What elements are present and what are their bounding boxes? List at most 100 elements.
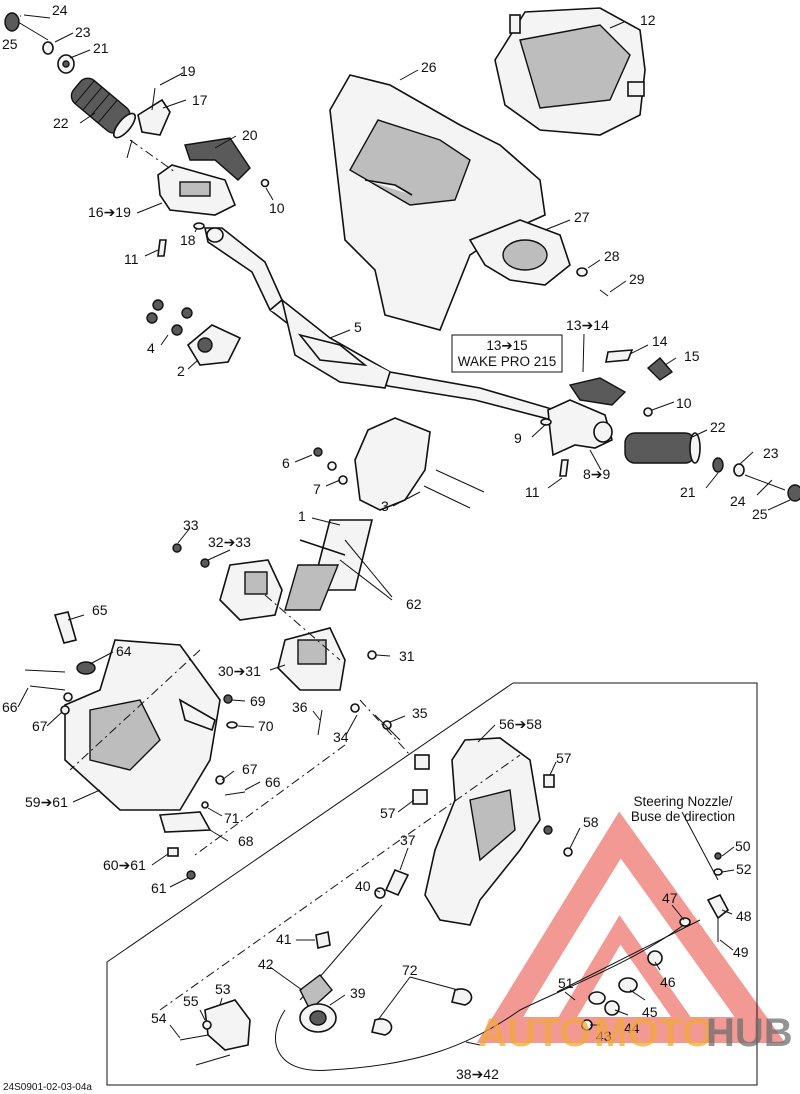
callout-47: 47 <box>662 890 678 906</box>
column-bracket-30 <box>277 627 401 741</box>
callout-42: 42 <box>258 956 274 972</box>
callout-22: 22 <box>53 115 69 131</box>
lower-housing-group <box>24 611 246 880</box>
callout-69: 69 <box>250 693 266 709</box>
callout-61: 61 <box>151 880 167 896</box>
callout-56-58: 56➔58 <box>499 716 542 732</box>
callout-65: 65 <box>92 602 108 618</box>
callout-21-right: 21 <box>680 484 696 500</box>
callout-26: 26 <box>421 59 437 75</box>
callout-59-61: 59➔61 <box>25 794 68 810</box>
callout-labels: 24 25 23 21 22 19 17 20 16➔19 18 11 10 1… <box>2 2 779 1082</box>
callout-22-right: 22 <box>710 419 726 435</box>
steering-column <box>284 417 485 611</box>
callout-19: 19 <box>180 63 196 79</box>
callout-31: 31 <box>399 648 415 664</box>
callout-23-right: 23 <box>763 445 779 461</box>
steering-label-line1: Steering Nozzle/ <box>633 794 732 809</box>
callout-8-9: 8➔9 <box>583 466 611 482</box>
callout-70: 70 <box>258 718 274 734</box>
clamp-plate <box>146 299 242 366</box>
steering-nozzle-parts <box>679 811 730 942</box>
handlebar-cover <box>329 74 546 331</box>
callout-54: 54 <box>151 1010 167 1026</box>
callout-17: 17 <box>192 92 208 108</box>
callout-3: 3 <box>381 498 389 514</box>
callout-41: 41 <box>276 931 292 947</box>
callout-66-left: 66 <box>2 699 18 715</box>
watermark-text: AUTO MOTO HUB <box>478 1011 793 1055</box>
callout-43: 43 <box>596 1028 612 1044</box>
callout-37: 37 <box>400 832 416 848</box>
column-bracket-32 <box>172 543 283 621</box>
left-grip-group <box>4 12 270 257</box>
callout-24: 24 <box>52 2 68 18</box>
callout-30-31: 30➔31 <box>218 663 261 679</box>
callout-40: 40 <box>355 878 371 894</box>
callout-25: 25 <box>2 36 18 52</box>
callout-4: 4 <box>147 340 155 356</box>
reference-code: 24S0901-02-03-04a <box>3 1082 92 1093</box>
callout-27: 27 <box>574 209 590 225</box>
callout-36: 36 <box>292 699 308 715</box>
steering-cable <box>179 868 701 1071</box>
callout-57-left: 57 <box>380 805 396 821</box>
note-box-line2: WAKE PRO 215 <box>458 354 557 369</box>
handlebar <box>204 227 556 421</box>
callout-53: 53 <box>215 981 231 997</box>
callout-16-19: 16➔19 <box>88 204 131 220</box>
callout-39: 39 <box>350 985 366 1001</box>
callout-72: 72 <box>402 962 418 978</box>
callout-50: 50 <box>735 838 751 854</box>
leader-lines <box>17 14 791 1046</box>
mount-plate <box>412 737 573 926</box>
callout-52: 52 <box>736 861 752 877</box>
callout-66-right: 66 <box>265 774 281 790</box>
callout-7: 7 <box>313 481 321 497</box>
callout-46: 46 <box>660 974 676 990</box>
callout-10-right: 10 <box>676 395 692 411</box>
wake-pro-note-box: 13➔15 WAKE PRO 215 <box>451 334 563 373</box>
callout-21: 21 <box>93 40 109 56</box>
callout-68: 68 <box>238 833 254 849</box>
callout-1: 1 <box>298 508 306 524</box>
callout-2: 2 <box>177 363 185 379</box>
watermark-logo <box>476 811 786 1043</box>
callout-20: 20 <box>242 127 258 143</box>
callout-64: 64 <box>116 643 132 659</box>
callout-25-right: 25 <box>752 506 768 522</box>
callout-18: 18 <box>180 232 196 248</box>
callout-14: 14 <box>652 333 668 349</box>
callout-57-right: 57 <box>556 750 572 766</box>
callout-11-right: 11 <box>525 484 540 500</box>
steering-label-line2: Buse de direction <box>631 809 735 824</box>
callout-12: 12 <box>640 12 656 28</box>
callout-67-right: 67 <box>242 761 258 777</box>
callout-15: 15 <box>684 348 700 364</box>
callout-62: 62 <box>406 596 422 612</box>
bracket-27 <box>468 219 609 297</box>
watermark-part3: HUB <box>706 1011 793 1055</box>
callout-24-right: 24 <box>730 493 746 509</box>
callout-6: 6 <box>282 455 290 471</box>
sub-assembly-border <box>106 682 758 1086</box>
callout-49: 49 <box>733 944 749 960</box>
callout-45: 45 <box>642 1004 658 1020</box>
callout-60-61: 60➔61 <box>103 857 146 873</box>
callout-55: 55 <box>183 993 199 1009</box>
callout-9: 9 <box>514 430 522 446</box>
callout-71: 71 <box>224 810 240 826</box>
callout-58: 58 <box>583 814 599 830</box>
callout-10-left: 10 <box>269 200 285 216</box>
callout-48: 48 <box>736 908 752 924</box>
callout-51: 51 <box>558 975 574 991</box>
steering-nozzle-label: Steering Nozzle/ Buse de direction <box>631 794 735 824</box>
cover-top <box>494 7 646 136</box>
callout-38-42: 38➔42 <box>456 1066 499 1082</box>
callout-5: 5 <box>354 319 362 335</box>
callout-67-left: 67 <box>32 718 48 734</box>
callout-35: 35 <box>412 705 428 721</box>
right-throttle-group <box>540 349 800 502</box>
watermark-part2: MOTO <box>594 1011 713 1055</box>
